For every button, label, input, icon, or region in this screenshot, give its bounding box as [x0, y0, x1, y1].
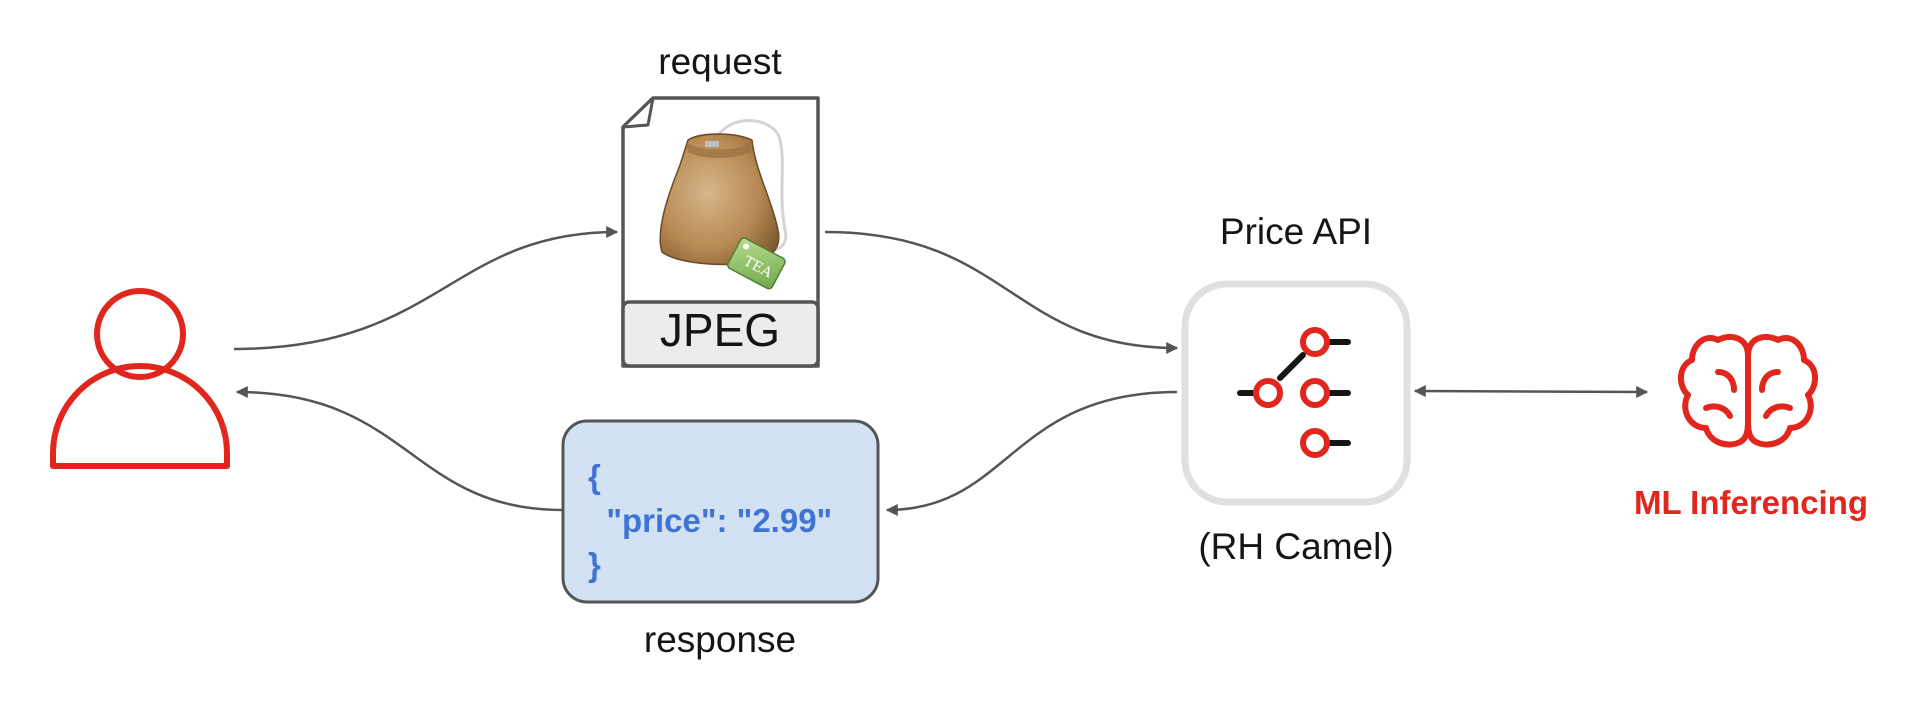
json-close-brace: } [588, 546, 601, 583]
tea-staple [705, 141, 719, 147]
json-open-brace: { [588, 458, 601, 495]
arrow-api-ml-bidirectional [1413, 385, 1649, 398]
request-label: request [658, 41, 782, 82]
json-price-pair: "price": "2.99" [606, 502, 833, 539]
response-label: response [643, 619, 797, 660]
tea-bag-icon: TEA [659, 119, 788, 290]
brain-icon [1678, 334, 1818, 448]
json-response-box [561, 419, 880, 604]
camel-route-icon [1237, 327, 1351, 458]
file-type-band [621, 300, 820, 368]
api-subtitle: (RH Camel) [1198, 526, 1394, 567]
response-json: { "price": "2.99" } [588, 455, 832, 587]
tea-string [710, 119, 788, 252]
api-title: Price API [1219, 211, 1373, 252]
tea-bag-fold [686, 142, 752, 158]
ml-inferencing-label: ML Inferencing [1633, 484, 1869, 521]
jpeg-file-icon: TEA [621, 96, 820, 368]
connector-arrows [233, 226, 1649, 516]
user-icon [50, 288, 230, 469]
price-api-box [1181, 280, 1411, 506]
file-dog-ear [621, 96, 655, 129]
arrow-request-to-api [824, 230, 1179, 354]
arrow-user-to-request [233, 226, 619, 351]
arrow-response-to-user [235, 386, 564, 512]
tea-tag: TEA [727, 237, 786, 290]
arrow-api-to-response [885, 390, 1178, 516]
file-type-label: JPEG [659, 304, 781, 356]
